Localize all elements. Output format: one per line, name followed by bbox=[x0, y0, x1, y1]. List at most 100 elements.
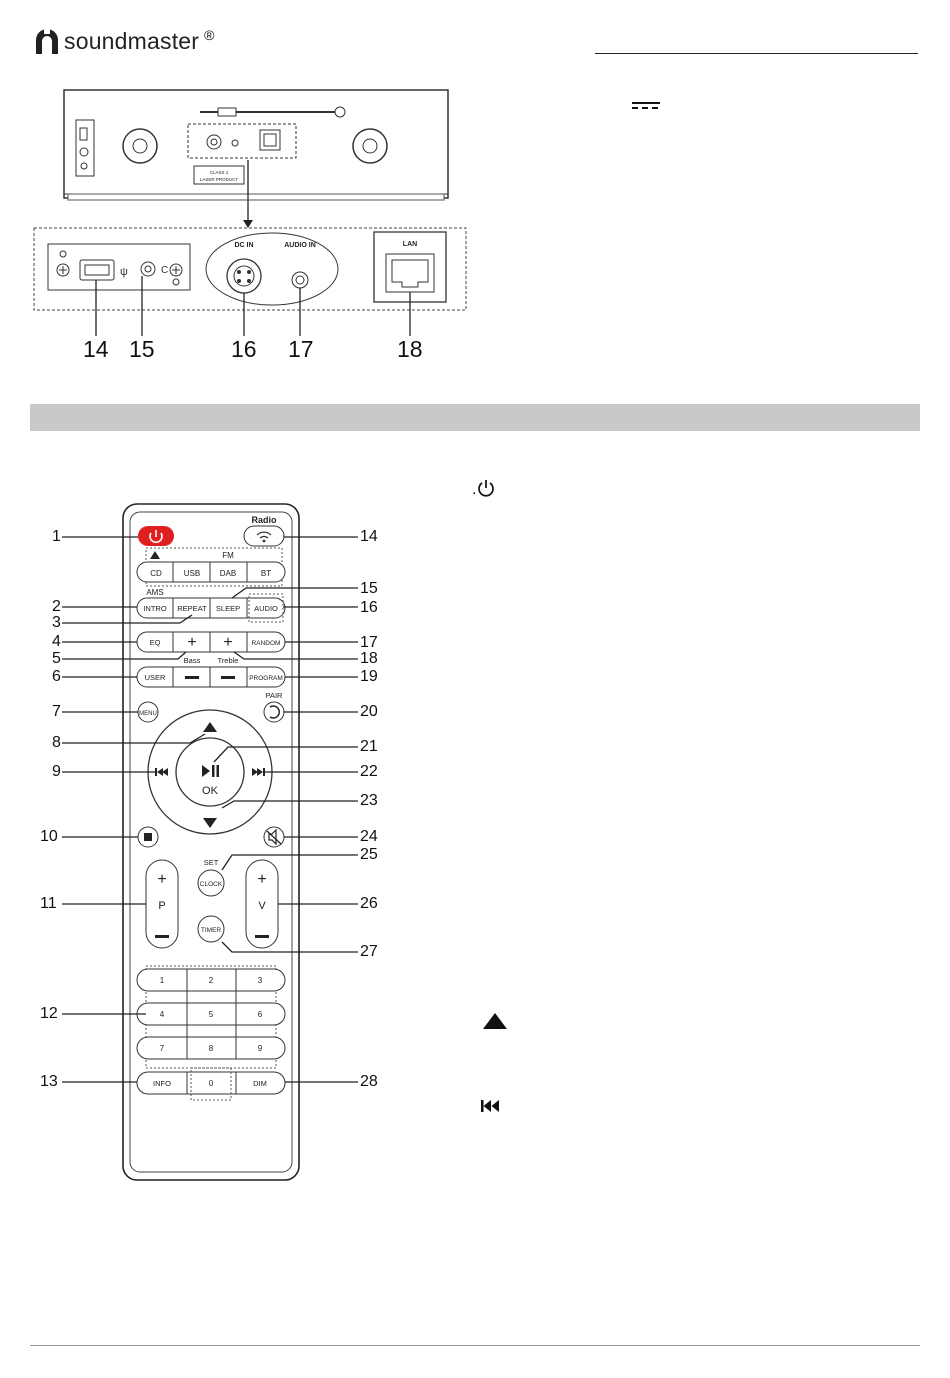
remote-callout-23: 23 bbox=[360, 792, 378, 809]
p-plus-icon: + bbox=[157, 871, 166, 888]
lan-label: LAN bbox=[403, 241, 417, 248]
random-key: RANDOM bbox=[252, 640, 281, 647]
bass-plus-icon: + bbox=[187, 634, 196, 651]
bass-label: Bass bbox=[184, 656, 201, 665]
remote-callout-27: 27 bbox=[360, 943, 378, 960]
info-key: INFO bbox=[153, 1079, 171, 1088]
remote-callout-24: 24 bbox=[360, 828, 378, 845]
audio-in-label: AUDIO IN bbox=[284, 242, 316, 249]
remote-callout-28: 28 bbox=[360, 1073, 378, 1090]
registered-mark: ® bbox=[204, 27, 215, 43]
power-prefix: . bbox=[472, 481, 477, 498]
remote-callout-14: 14 bbox=[360, 528, 378, 545]
cd-key: CD bbox=[150, 569, 162, 578]
header-rule bbox=[595, 53, 918, 54]
sleep-key: SLEEP bbox=[216, 604, 240, 613]
section-heading-band bbox=[30, 404, 920, 431]
fm-label: FM bbox=[222, 551, 234, 560]
rear-callout-17: 17 bbox=[288, 336, 314, 362]
digit-2-key: 2 bbox=[209, 976, 214, 985]
rear-callout-15: 15 bbox=[129, 336, 155, 362]
remote-callout-22: 22 bbox=[360, 763, 378, 780]
remote-callout-20: 20 bbox=[360, 703, 378, 720]
digit-5-key: 5 bbox=[209, 1010, 214, 1019]
clock-key: CLOCK bbox=[200, 881, 223, 888]
power-key-icon bbox=[149, 530, 163, 544]
v-plus-icon: + bbox=[257, 871, 266, 888]
bass-minus-icon bbox=[185, 676, 199, 679]
nav-up-icon bbox=[203, 722, 217, 732]
brand-name: soundmaster bbox=[64, 27, 200, 54]
digit-7-key: 7 bbox=[160, 1044, 165, 1053]
remote-callout-21: 21 bbox=[360, 738, 378, 755]
remote-callout-17: 17 bbox=[360, 634, 378, 651]
skip-back-icon bbox=[481, 1100, 499, 1112]
remote-callout-6: 6 bbox=[52, 668, 61, 685]
p-minus-icon bbox=[155, 935, 169, 938]
menu-key: MENU bbox=[139, 711, 157, 717]
wifi-icon bbox=[256, 531, 272, 539]
remote-callout-13: 13 bbox=[40, 1073, 58, 1090]
remote-callout-16: 16 bbox=[360, 599, 378, 616]
remote-callout-18: 18 bbox=[360, 650, 378, 667]
usb-key: USB bbox=[184, 569, 200, 578]
soundmaster-logo-icon bbox=[36, 29, 58, 54]
remote-callout-12: 12 bbox=[40, 1005, 58, 1022]
remote-callout-4: 4 bbox=[52, 633, 61, 650]
set-label: SET bbox=[204, 858, 219, 867]
dim-key: DIM bbox=[253, 1079, 267, 1088]
rear-callout-16: 16 bbox=[231, 336, 257, 362]
dc-in-label: DC IN bbox=[234, 242, 253, 249]
digit-0-key: 0 bbox=[209, 1079, 214, 1088]
eject-icon bbox=[150, 551, 160, 559]
remote-callout-1: 1 bbox=[52, 528, 61, 545]
remote-callout-26: 26 bbox=[360, 895, 378, 912]
stop-icon bbox=[144, 833, 152, 841]
radio-label: Radio bbox=[251, 515, 277, 525]
digit-1-key: 1 bbox=[160, 976, 165, 985]
class-label-1: CLASS 1 bbox=[210, 170, 229, 175]
remote-callout-5: 5 bbox=[52, 650, 61, 667]
rear-callout-14: 14 bbox=[83, 336, 109, 362]
mute-icon bbox=[266, 828, 282, 846]
play-pause-icon bbox=[202, 765, 219, 777]
remote-callout-3: 3 bbox=[52, 614, 61, 631]
timer-key: TIMER bbox=[201, 927, 222, 934]
digit-3-key: 3 bbox=[258, 976, 263, 985]
digit-9-key: 9 bbox=[258, 1044, 263, 1053]
treble-plus-icon: + bbox=[223, 634, 232, 651]
rear-callout-18: 18 bbox=[397, 336, 423, 362]
remote-callout-11: 11 bbox=[40, 895, 57, 912]
treble-label: Treble bbox=[218, 656, 239, 665]
remote-callout-7: 7 bbox=[52, 703, 61, 720]
dc-symbol-icon bbox=[632, 102, 660, 109]
remote-callout-15: 15 bbox=[360, 580, 378, 597]
power-icon bbox=[478, 480, 495, 497]
audio-key: AUDIO bbox=[254, 604, 278, 613]
program-key: PROGRAM bbox=[249, 675, 283, 682]
eq-key: EQ bbox=[150, 638, 161, 647]
pair-icon bbox=[269, 705, 280, 719]
v-key: V bbox=[258, 900, 266, 912]
remote-callout-19: 19 bbox=[360, 668, 378, 685]
nav-prev-icon bbox=[155, 768, 168, 776]
rear-panel-figure: CLASS 1 LASER PRODUCT ψ C DC IN AUDIO IN… bbox=[33, 89, 467, 336]
user-key: USER bbox=[145, 673, 166, 682]
up-triangle-icon bbox=[483, 1013, 507, 1029]
remote-control-figure: Radio FM CD USB DAB BT AMS INTRO REPEAT … bbox=[62, 503, 358, 1181]
remote-callout-10: 10 bbox=[40, 828, 58, 845]
v-minus-icon bbox=[255, 935, 269, 938]
remote-callout-9: 9 bbox=[52, 763, 61, 780]
p-key: P bbox=[158, 900, 165, 912]
power-entry: . bbox=[472, 478, 496, 498]
remote-callout-25: 25 bbox=[360, 846, 378, 863]
repeat-key: REPEAT bbox=[177, 604, 207, 613]
bt-key: BT bbox=[261, 569, 271, 578]
remote-callout-8: 8 bbox=[52, 734, 61, 751]
svg-text:C: C bbox=[161, 265, 168, 276]
footer-rule bbox=[30, 1345, 920, 1346]
remote-callout-2: 2 bbox=[52, 598, 61, 615]
brand-logo: soundmaster ® bbox=[32, 26, 215, 56]
nav-next-icon bbox=[252, 768, 265, 776]
class-label-2: LASER PRODUCT bbox=[200, 177, 239, 182]
